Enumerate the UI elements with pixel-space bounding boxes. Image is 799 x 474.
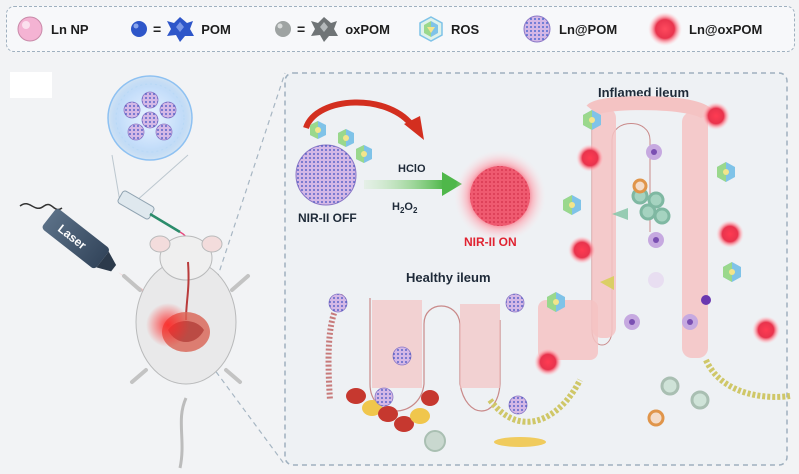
legend-bar: Ln NP = POM = oxPOM: [6, 6, 795, 52]
legend-item-ros: ROS: [417, 7, 479, 51]
legend-equals-pom: =: [153, 21, 162, 37]
laser-body: [42, 209, 109, 269]
dispersed-ln-pom-particles: [123, 91, 177, 141]
nir-on-label: NIR-II ON: [464, 235, 517, 249]
healthy-crypt-cells: [346, 388, 439, 432]
ln-oxpom-particle-on: [454, 150, 546, 242]
grey-sphere-icon: [275, 21, 291, 37]
legend-item-oxpom: = oxPOM: [273, 7, 390, 51]
legend-item-ln-np: Ln NP: [15, 7, 89, 51]
pom-cluster-icon: [167, 17, 195, 42]
zoom-connector-bottom: [199, 349, 286, 466]
inflamed-ros-species: [547, 110, 741, 312]
legend-item-ln-oxpom: Ln@oxPOM: [647, 7, 762, 51]
zoom-inset-panel: [284, 72, 788, 466]
inflamed-ileum-tissue: [534, 96, 791, 427]
reagent-h2o2-label: H2O2: [392, 201, 418, 215]
legend-item-pom: = POM: [129, 7, 231, 51]
inflamed-ileum-label: Inflamed ileum: [598, 85, 689, 100]
legend-label-ros: ROS: [451, 21, 480, 37]
oxpom-cluster-icon: [311, 17, 339, 42]
healthy-ileum-tissue: [325, 293, 583, 452]
legend-label-pom: POM: [201, 21, 231, 37]
nir-off-label: NIR-II OFF: [298, 211, 357, 225]
legend-label-oxpom: oxPOM: [345, 21, 390, 37]
legend-equals-oxpom: =: [297, 21, 306, 37]
inflamed-immune-cells: [624, 144, 711, 330]
pink-sphere-icon: [17, 16, 43, 42]
laser-spot: [146, 303, 190, 347]
mouse-tail: [178, 397, 188, 469]
legend-label-ln-np: Ln NP: [51, 21, 89, 37]
reagent-hclo-label: HClO: [398, 163, 426, 175]
healthy-lumen-particles: [328, 293, 528, 415]
ros-hexagon-icon: [419, 16, 443, 42]
blue-sphere-icon: [131, 21, 147, 37]
mouse-head: [159, 235, 213, 281]
inflamed-ring-cells: [631, 178, 710, 427]
mouse-illustration: [122, 235, 250, 469]
ln-pom-particle-off: [295, 144, 357, 206]
ros-species-cluster: [310, 121, 372, 163]
ln-pom-sphere-icon: [523, 15, 551, 43]
ln-oxpom-sphere-icon: [648, 12, 682, 46]
legend-label-ln-oxpom: Ln@oxPOM: [689, 21, 763, 37]
laser-cable: [19, 203, 63, 211]
legend-item-ln-pom: Ln@POM: [521, 7, 617, 51]
red-curved-arrow: [303, 99, 417, 130]
legend-label-ln-pom: Ln@POM: [559, 21, 618, 37]
inflamed-ln-oxpom-particles: [534, 102, 780, 376]
nanoparticle-dispersion: [107, 75, 193, 203]
green-reaction-arrow: [364, 172, 462, 196]
blank-label-box: [10, 72, 52, 98]
healthy-ileum-label: Healthy ileum: [406, 270, 491, 285]
